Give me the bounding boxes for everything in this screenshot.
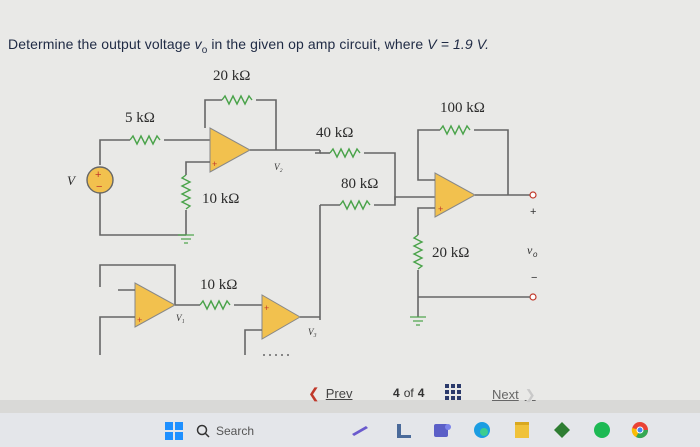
resistor-20k-feedback	[221, 94, 253, 106]
circuit-diagram: 20 kΩ 5 kΩ + − V + V₂ 10 kΩ 40 kΩ	[67, 68, 538, 356]
chevron-left-icon: ❮	[308, 385, 320, 401]
question-text: Determine the output voltage vo in the g…	[8, 36, 489, 56]
question-page: Determine the output voltage vo in the g…	[0, 0, 700, 403]
node-v2: V₂	[274, 162, 283, 172]
search-placeholder: Search	[216, 424, 255, 438]
grid-icon[interactable]	[445, 384, 461, 400]
store-app-icon[interactable]	[552, 420, 572, 440]
label-10k-lower: 10 kΩ	[200, 277, 237, 293]
source-plus: +	[95, 169, 101, 181]
opamp-lower-left	[134, 282, 177, 328]
taskbar-search[interactable]: Search	[196, 419, 336, 443]
out-sub: o	[533, 250, 538, 259]
resistor-80k	[339, 199, 371, 211]
search-icon	[196, 424, 210, 438]
opamp-3	[434, 172, 477, 218]
node-v3: V₃	[308, 327, 317, 337]
out-minus: −	[531, 272, 537, 284]
output-terminal-top	[529, 191, 537, 199]
label-10k-ground: 10 kΩ	[202, 191, 239, 207]
label-80k: 80 kΩ	[341, 176, 378, 192]
resistor-5k	[129, 134, 161, 146]
label-100k: 100 kΩ	[440, 100, 485, 116]
windows-start-icon[interactable]	[165, 422, 183, 440]
question-var-sub: o	[201, 44, 208, 56]
output-terminal-bottom	[529, 293, 537, 301]
chrome-icon[interactable]	[630, 420, 650, 440]
page-indicator: 4 of 4	[393, 386, 424, 400]
opamp-1-plus: +	[212, 159, 217, 169]
question-condition: V = 1.9 V.	[427, 36, 490, 52]
source-label: V	[67, 173, 77, 188]
prev-button[interactable]: ❮ Prev	[308, 385, 352, 402]
node-v1: V₁	[176, 313, 185, 323]
taskbar: Search	[0, 413, 700, 447]
spotify-icon[interactable]	[592, 420, 612, 440]
prev-label: Prev	[325, 386, 353, 401]
label-20k-ground: 20 kΩ	[432, 245, 469, 261]
opamp-3-plus: +	[438, 204, 443, 214]
next-label: Next	[492, 387, 519, 402]
pen-app-icon[interactable]	[350, 420, 370, 440]
out-label: v	[527, 243, 533, 257]
label-5k: 5 kΩ	[125, 110, 155, 126]
question-var: v	[194, 36, 202, 52]
edge-browser-icon[interactable]	[472, 420, 492, 440]
file-explorer-icon[interactable]	[394, 420, 414, 440]
page-total: 4	[417, 386, 425, 400]
page-current: 4	[393, 386, 400, 400]
opamp-2	[261, 294, 301, 340]
opamp-lower-left-plus: +	[137, 315, 142, 325]
notes-app-icon[interactable]	[512, 420, 532, 440]
source-minus: −	[96, 181, 102, 193]
resistor-40k	[329, 147, 361, 159]
opamp-1	[209, 127, 252, 173]
chevron-right-icon: ❯	[524, 387, 536, 402]
next-button[interactable]: Next ❯	[492, 387, 536, 403]
label-20k-feedback: 20 kΩ	[213, 68, 250, 84]
resistor-10k-ground	[180, 174, 192, 210]
opamp-2-plus: +	[264, 303, 269, 313]
out-plus: +	[530, 206, 536, 218]
resistor-10k-lower	[199, 299, 231, 311]
label-40k: 40 kΩ	[316, 125, 353, 141]
resistor-100k	[439, 124, 471, 136]
resistor-20k-ground	[412, 234, 424, 270]
question-prefix: Determine the output voltage	[8, 36, 195, 52]
teams-icon[interactable]	[432, 420, 452, 440]
question-middle: in the given op amp circuit, where	[207, 36, 428, 52]
page-of: of	[403, 386, 414, 400]
